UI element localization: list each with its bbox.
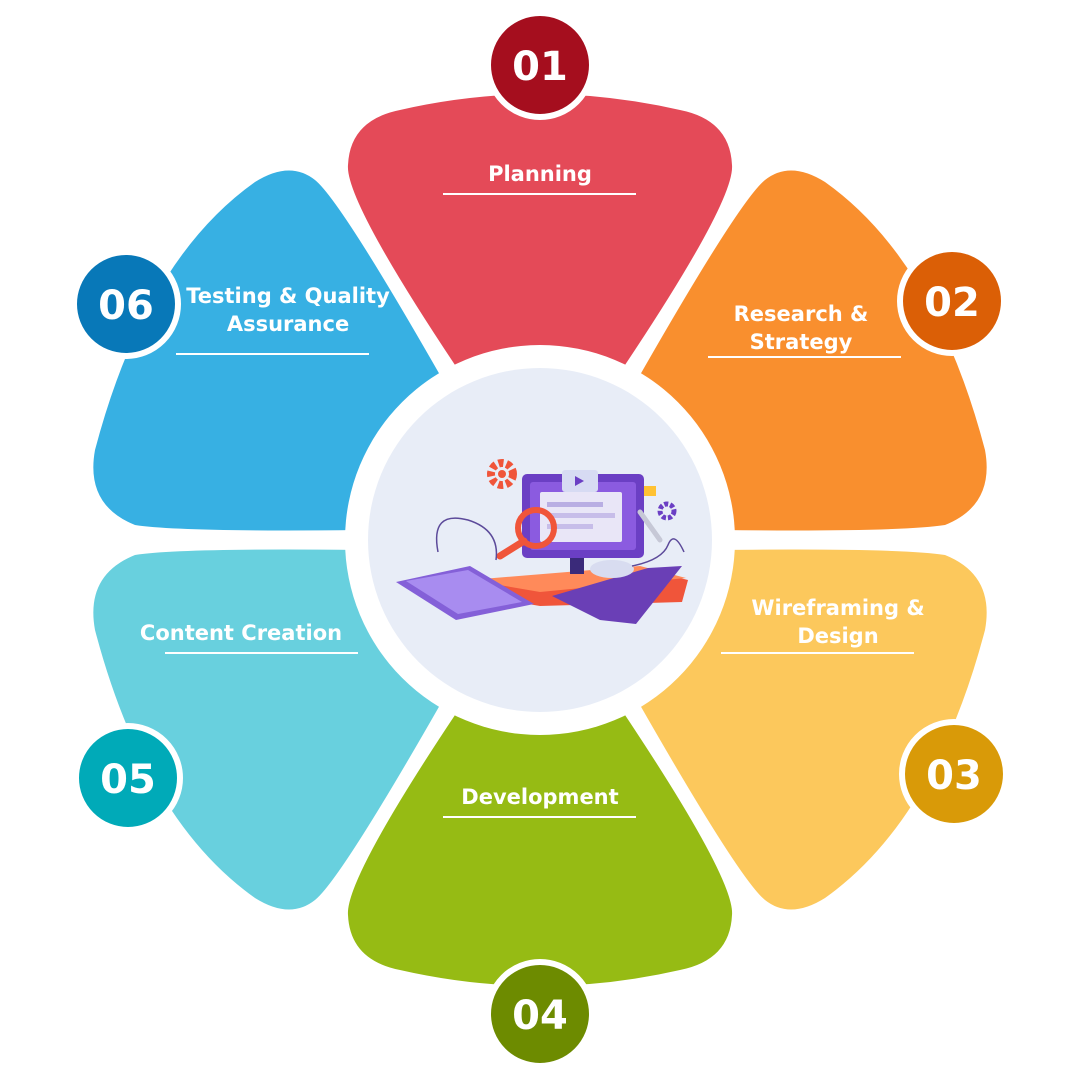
badge-number-01: 01 (512, 44, 568, 90)
gear-icon (498, 470, 506, 478)
label-content-creation: Content Creation (140, 621, 342, 645)
petal-wireframing-design[interactable] (640, 549, 987, 910)
computer-workstation-illustration (396, 459, 688, 624)
cable-line (631, 538, 685, 567)
badge-circle-06 (71, 249, 181, 359)
badge-04: 04 (485, 959, 595, 1069)
badge-01: 01 (485, 10, 595, 120)
mouse-shape (590, 560, 634, 578)
badge-circle-02 (897, 246, 1007, 356)
badge-number-03: 03 (926, 753, 982, 799)
keyboard-keys (406, 570, 522, 614)
monitor-stand (570, 558, 584, 574)
screen-text-line (547, 513, 615, 518)
badge-05: 05 (73, 723, 183, 833)
petal-planning[interactable] (347, 94, 733, 365)
badge-circle-04 (485, 959, 595, 1069)
mousepad-shape (552, 566, 682, 624)
badge-number-06: 06 (98, 283, 154, 329)
badge-03: 03 (899, 719, 1009, 829)
tag-shape (644, 486, 656, 496)
label-line: Wireframing & (751, 596, 924, 620)
badge-06: 06 (71, 249, 181, 359)
wrench-icon (637, 509, 663, 543)
petal-research-strategy[interactable] (640, 170, 987, 531)
badge-02: 02 (897, 246, 1007, 356)
magnifier-handle (496, 537, 528, 560)
label-line: Assurance (227, 312, 349, 336)
badge-number-04: 04 (512, 993, 568, 1039)
play-icon (575, 476, 584, 486)
badge-circle-03 (899, 719, 1009, 829)
label-line: Content Creation (140, 621, 342, 645)
label-line: Planning (488, 162, 592, 186)
badge-number-05: 05 (100, 757, 156, 803)
gear-icon (487, 459, 517, 489)
magnifier-icon (515, 507, 557, 549)
badge-circle-01 (485, 10, 595, 120)
center-hub (345, 345, 735, 735)
label-line: Design (797, 624, 878, 648)
label-line: Development (461, 785, 618, 809)
label-development: Development (461, 785, 618, 809)
label-line: Strategy (750, 330, 853, 354)
badge-circle-05 (73, 723, 183, 833)
petal-development[interactable] (347, 715, 733, 986)
label-research-strategy: Research & Strategy (734, 302, 869, 354)
cable-line (435, 517, 498, 561)
label-line: Research & (734, 302, 869, 326)
petal-labels: Planning Research & Strategy Wireframing … (140, 162, 925, 818)
badge-number-02: 02 (924, 280, 980, 326)
petal-testing-quality-assurance[interactable] (93, 170, 440, 531)
number-badges: 01 02 03 04 05 06 (71, 10, 1009, 1069)
petal-content-creation[interactable] (93, 549, 440, 910)
screen-text-line (547, 502, 603, 507)
label-line: Testing & Quality (186, 284, 390, 308)
petals (93, 94, 987, 986)
screen-text-line (547, 524, 593, 529)
label-planning: Planning (488, 162, 592, 186)
gear-icon (657, 501, 677, 521)
label-wireframing-design: Wireframing & Design (751, 596, 924, 648)
